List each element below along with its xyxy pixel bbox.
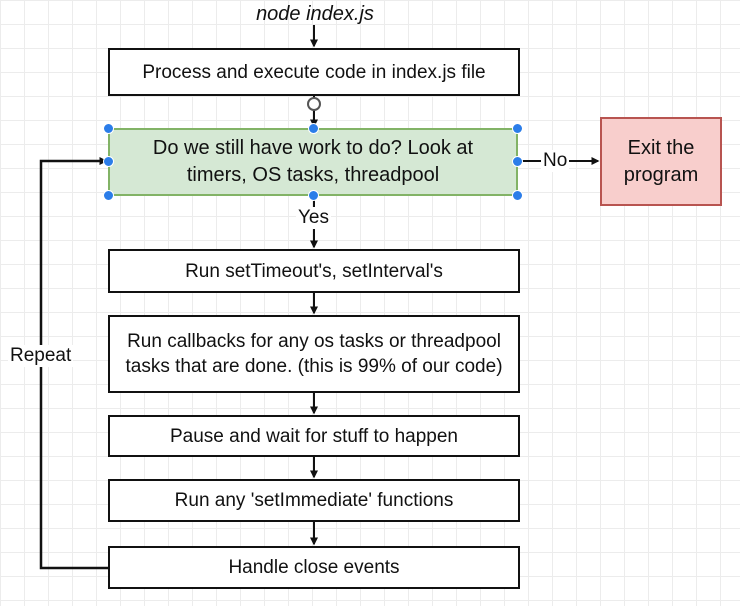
selection-handle-icon[interactable] xyxy=(512,190,523,201)
edge-label-repeat: Repeat xyxy=(8,345,74,367)
pause-box[interactable]: Pause and wait for stuff to happen xyxy=(108,415,520,457)
decision-box[interactable]: Do we still have work to do? Look at tim… xyxy=(108,128,518,196)
selection-handle-icon[interactable] xyxy=(103,123,114,134)
connection-point-icon xyxy=(307,97,321,111)
selection-handle-icon[interactable] xyxy=(512,156,523,167)
immediate-box[interactable]: Run any 'setImmediate' functions xyxy=(108,479,520,522)
selection-handle-icon[interactable] xyxy=(103,156,114,167)
selection-handle-icon[interactable] xyxy=(308,123,319,134)
selection-handle-icon[interactable] xyxy=(308,190,319,201)
selection-handle-icon[interactable] xyxy=(512,123,523,134)
start-label: node index.js xyxy=(256,3,374,25)
edge-label-yes: Yes xyxy=(296,207,331,229)
edge-label-no: No xyxy=(541,150,570,172)
close-box[interactable]: Handle close events xyxy=(108,546,520,589)
process-box[interactable]: Process and execute code in index.js fil… xyxy=(108,48,520,96)
timers-box[interactable]: Run setTimeout's, setInterval's xyxy=(108,249,520,293)
exit-box[interactable]: Exit the program xyxy=(600,117,722,206)
selection-handle-icon[interactable] xyxy=(103,190,114,201)
callbacks-box[interactable]: Run callbacks for any os tasks or thread… xyxy=(108,315,520,393)
